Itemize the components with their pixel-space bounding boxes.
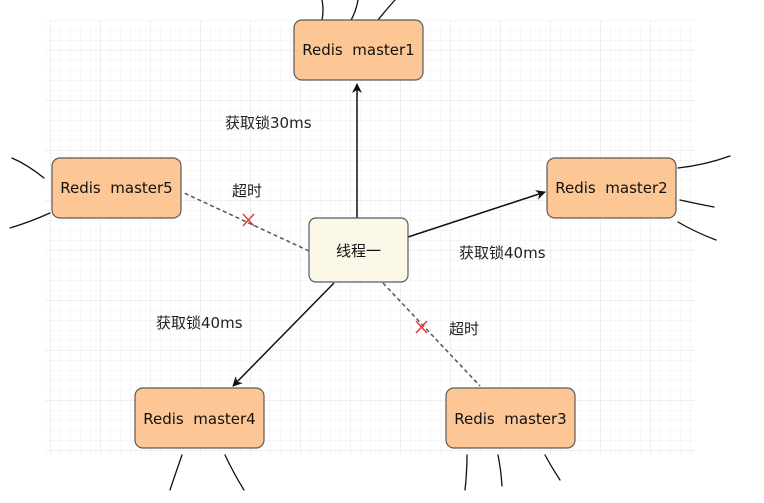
edges: [181, 83, 546, 387]
node-master2[interactable]: Redis master2: [546, 157, 677, 219]
node-master3[interactable]: Redis master3: [445, 387, 576, 449]
node-master1-label: Redis master1: [302, 41, 414, 59]
edge-thread-master4: [232, 282, 335, 387]
edge-label-master4: 获取锁40ms: [156, 314, 243, 332]
edge-thread-master3: [382, 282, 481, 387]
edge-label-master1: 获取锁30ms: [225, 114, 312, 132]
edge-label-master5: 超时: [232, 182, 262, 200]
node-master3-label: Redis master3: [454, 410, 566, 428]
edge-label-master2: 获取锁40ms: [459, 244, 546, 262]
node-thread-label: 线程一: [336, 242, 381, 260]
node-master4-label: Redis master4: [143, 410, 255, 428]
node-master5[interactable]: Redis master5: [51, 157, 182, 219]
timeout-cross-master5: [242, 213, 255, 227]
edge-thread-master2: [407, 190, 546, 238]
edge-thread-master5: [181, 191, 310, 252]
edge-label-master3: 超时: [449, 320, 479, 338]
node-thread[interactable]: 线程一: [308, 217, 409, 283]
node-master5-label: Redis master5: [60, 179, 172, 197]
node-master4[interactable]: Redis master4: [134, 387, 265, 449]
node-master2-label: Redis master2: [555, 179, 667, 197]
timeout-cross-master3: [415, 320, 428, 334]
node-master1[interactable]: Redis master1: [293, 19, 424, 81]
decorative-strokes: [9, 0, 731, 491]
